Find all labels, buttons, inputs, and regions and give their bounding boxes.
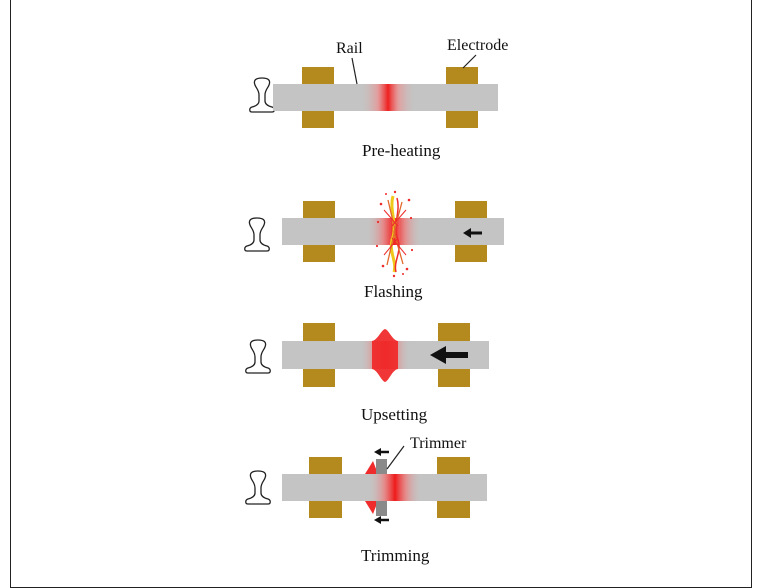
left-arrow-icon xyxy=(374,448,389,456)
trimmed-flash-bottom xyxy=(365,501,378,514)
stage-label-trimming: Trimming xyxy=(361,546,430,565)
electrode-bottom-left xyxy=(309,501,342,518)
rail-label: Rail xyxy=(336,40,363,57)
electrode-top-left xyxy=(303,323,335,341)
trimmer-blade-top xyxy=(376,459,387,474)
rail-profile-icon xyxy=(244,217,270,252)
electrode-bottom-right xyxy=(446,111,478,128)
trimmer-blade-bottom xyxy=(376,501,387,516)
electrode-bottom-left xyxy=(302,111,334,128)
upset-bulge xyxy=(372,329,398,382)
electrode-callout-line xyxy=(462,54,477,69)
electrode-label: Electrode xyxy=(447,37,508,54)
stage-label-pre-heating: Pre-heating xyxy=(362,141,441,160)
stage-flashing: Flashing xyxy=(244,190,504,301)
left-arrow-icon xyxy=(374,516,389,524)
stage-label-upsetting: Upsetting xyxy=(361,405,428,424)
electrode-top-right xyxy=(438,323,470,341)
stage-label-flashing: Flashing xyxy=(364,282,423,301)
stage-trimming: Trimmer Trimming xyxy=(245,435,487,565)
electrode-bottom-right xyxy=(437,501,470,518)
electrode-bottom-left xyxy=(303,245,335,262)
heat-zone xyxy=(360,84,416,111)
electrode-bottom-right xyxy=(455,245,487,262)
rail-profile-icon xyxy=(245,339,271,374)
rail-profile-icon xyxy=(249,77,275,113)
electrode-top-right xyxy=(446,67,478,84)
electrode-bottom-left xyxy=(303,369,335,387)
electrode-bottom-right xyxy=(438,369,470,387)
electrode-top-left xyxy=(303,201,335,218)
rail-profile-icon xyxy=(245,470,271,505)
electrode-top-left xyxy=(302,67,334,84)
trimmed-flash-top xyxy=(365,461,378,474)
electrode-top-right xyxy=(455,201,487,218)
trimmer-label: Trimmer xyxy=(410,435,467,452)
left-arrow-icon xyxy=(463,228,482,238)
flash-sparks xyxy=(375,190,414,278)
left-arrow-icon xyxy=(430,346,468,364)
electrode-top-left xyxy=(309,457,342,474)
electrode-top-right xyxy=(437,457,470,474)
heat-zone xyxy=(368,474,422,501)
rail-callout-line xyxy=(351,57,358,85)
stage-upsetting: Upsetting xyxy=(245,323,489,424)
stage-pre-heating: Rail Electrode Pre-heating xyxy=(249,37,508,160)
trimmer-callout-line xyxy=(386,445,405,470)
